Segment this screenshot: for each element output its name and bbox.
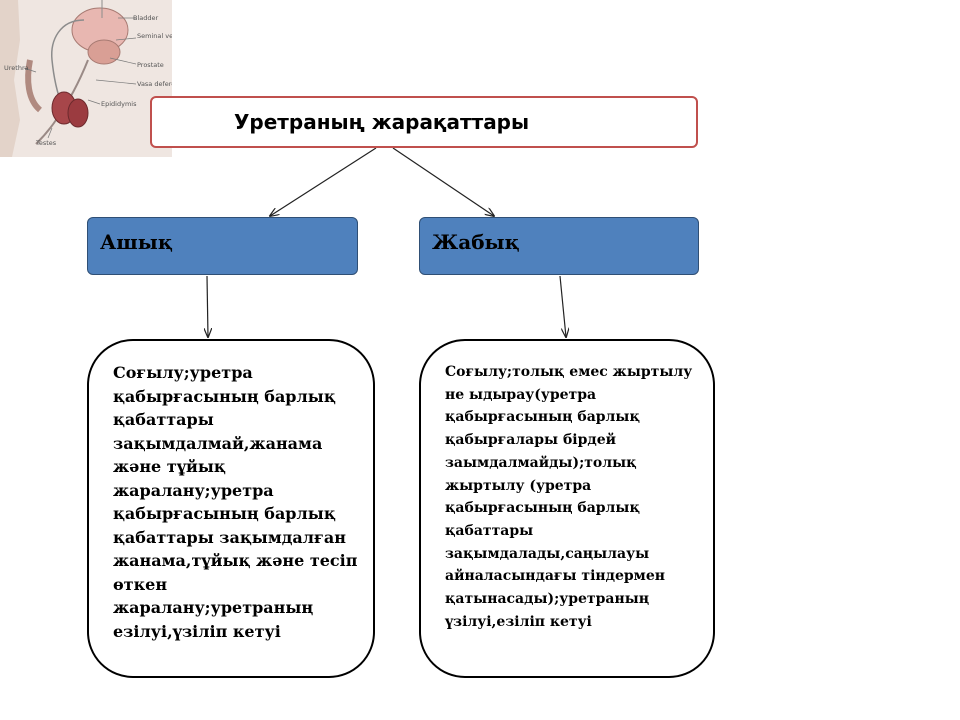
category-open-box: Ашық: [87, 217, 358, 275]
arrow-closed-to-description: [559, 275, 566, 337]
anatomy-label-vasa-deferentia: Vasa deferentia: [137, 80, 172, 88]
closed-description-text: Соғылу;толық емес жыртылу не ыдырау(урет…: [445, 364, 693, 630]
arrow-title-to-closed: [392, 147, 494, 216]
arrow-title-to-open: [270, 147, 377, 216]
arrow-open-to-description: [207, 275, 208, 337]
closed-description-box: Соғылу;толық емес жыртылу не ыдырау(урет…: [419, 339, 715, 678]
anatomy-label-prostate: Prostate: [137, 61, 164, 69]
anatomy-illustration: Bladder Seminal vesicle Prostate Vasa de…: [0, 0, 188, 157]
open-description-text: Соғылу;уретра қабырғасының барлық қабатт…: [113, 363, 358, 641]
category-closed-label: Жабық: [432, 230, 520, 254]
anatomy-label-testes: Testes: [35, 139, 57, 147]
anatomy-label-seminal-vesicle: Seminal vesicle: [137, 32, 172, 40]
diagram-title: Уретраның жарақаттары: [234, 110, 530, 134]
anatomy-drawing: Bladder Seminal vesicle Prostate Vasa de…: [0, 0, 188, 157]
open-description-box: Соғылу;уретра қабырғасының барлық қабатт…: [87, 339, 375, 678]
anatomy-label-urethra: Urethra: [4, 64, 29, 72]
category-open-label: Ашық: [100, 230, 173, 254]
anatomy-label-epididymis: Epididymis: [101, 100, 137, 108]
category-closed-box: Жабық: [419, 217, 699, 275]
anatomy-label-bladder: Bladder: [133, 14, 158, 22]
title-box: Уретраның жарақаттары: [150, 96, 698, 148]
